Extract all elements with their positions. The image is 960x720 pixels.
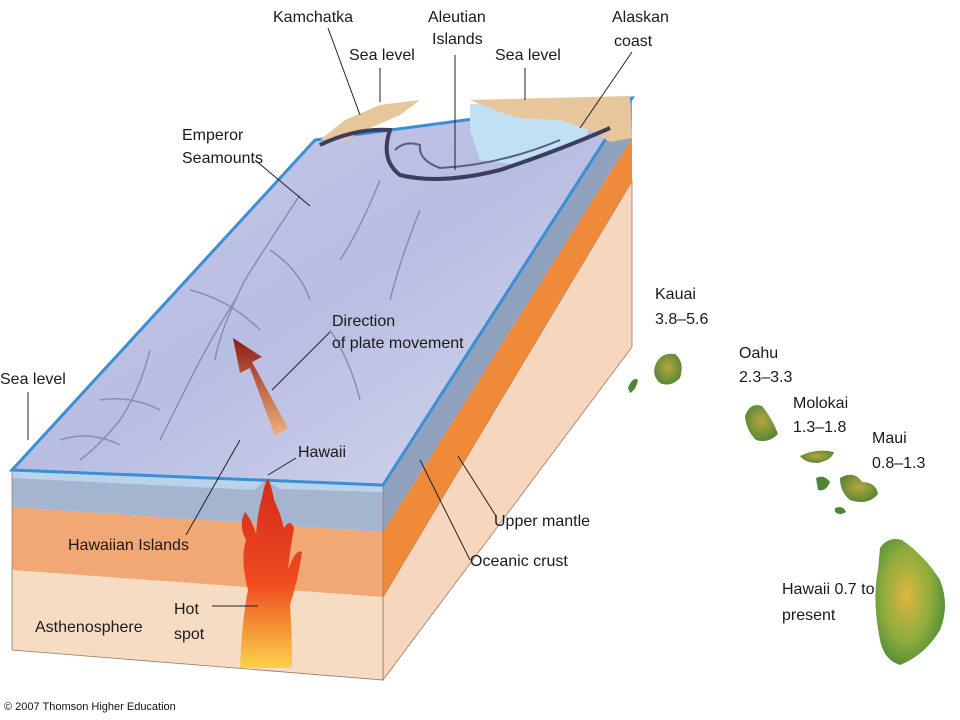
aleutian-arc bbox=[394, 139, 561, 170]
island-map bbox=[628, 353, 945, 665]
asthenosphere-label: Asthenosphere bbox=[35, 619, 143, 636]
maui-name: Maui bbox=[872, 430, 907, 447]
molokai-name: Molokai bbox=[793, 395, 848, 412]
emperor-label-line1: Emperor bbox=[182, 127, 244, 144]
aleutian-label-line1: Aleutian bbox=[428, 9, 486, 26]
copyright-notice: © 2007 Thomson Higher Education bbox=[4, 701, 176, 713]
hot-label-line2: spot bbox=[174, 626, 205, 643]
hawaiian-islands-label: Hawaiian Islands bbox=[68, 537, 189, 554]
aleutian-trench bbox=[319, 126, 611, 181]
hawaii-name: Hawaii 0.7 to bbox=[782, 581, 875, 598]
hawaii-big-island bbox=[875, 539, 945, 665]
upper-mantle-leader bbox=[457, 455, 497, 517]
alaska-land bbox=[470, 96, 632, 142]
kauai-age: 3.8–5.6 bbox=[655, 311, 708, 328]
oahu-name: Oahu bbox=[739, 345, 778, 362]
direction-label-line2: of plate movement bbox=[332, 335, 464, 352]
oceanic-crust-right-face bbox=[383, 98, 632, 532]
molokai-age: 1.3–1.8 bbox=[793, 419, 846, 436]
maui-island bbox=[840, 474, 878, 502]
kahoolawe-island bbox=[835, 507, 846, 514]
seafloor-top-surface bbox=[8, 96, 636, 487]
kamchatka-land bbox=[320, 100, 420, 140]
upper-mantle-right-face bbox=[383, 138, 632, 597]
diagram-labels: Kamchatka Sea level Aleutian Islands Sea… bbox=[0, 9, 925, 713]
plate-movement-arrow bbox=[233, 338, 288, 436]
block-front-face bbox=[11, 469, 384, 681]
water-layer bbox=[12, 470, 383, 492]
kamchatka-label: Kamchatka bbox=[273, 9, 353, 26]
direction-label-line1: Direction bbox=[332, 313, 395, 330]
hawaii-leader bbox=[267, 457, 297, 476]
emperor-leader bbox=[254, 159, 311, 207]
alaskan-coast-leader bbox=[579, 51, 633, 129]
lanai-island bbox=[816, 476, 830, 491]
sea-level-top-left-label: Sea level bbox=[349, 47, 415, 64]
upper-mantle-label: Upper mantle bbox=[494, 513, 590, 530]
hawaii-age: present bbox=[782, 607, 836, 624]
hawaii-pointer-label: Hawaii bbox=[298, 444, 346, 461]
alaskan-label-line1: Alaskan bbox=[612, 9, 669, 26]
seafloor-surface bbox=[8, 96, 636, 487]
oceanic-crust-leader bbox=[419, 459, 471, 561]
kauai-name: Kauai bbox=[655, 286, 696, 303]
direction-leader bbox=[271, 331, 331, 391]
block-side-faces bbox=[382, 98, 633, 682]
alaskan-label-line2: coast bbox=[614, 33, 653, 50]
sea-level-top-right-label: Sea level bbox=[495, 47, 561, 64]
oahu-age: 2.3–3.3 bbox=[739, 369, 792, 386]
kauai-island bbox=[654, 353, 682, 385]
aleutian-label-line2: Islands bbox=[432, 31, 483, 48]
oceanic-crust-label: Oceanic crust bbox=[470, 553, 568, 570]
oahu-island bbox=[745, 405, 778, 442]
leader-lines bbox=[27, 27, 633, 607]
maui-age: 0.8–1.3 bbox=[872, 455, 925, 472]
hot-label-line1: Hot bbox=[174, 601, 199, 618]
sea-level-side-label: Sea level bbox=[0, 371, 66, 388]
hot-spot-plume bbox=[240, 478, 302, 668]
molokai-island bbox=[800, 450, 834, 463]
hawaiian-islands-leader bbox=[185, 439, 241, 536]
seamount-texture bbox=[59, 179, 421, 461]
emperor-label-line2: Seamounts bbox=[182, 150, 263, 167]
kamchatka-leader bbox=[327, 27, 361, 116]
niihau-island bbox=[628, 379, 638, 393]
